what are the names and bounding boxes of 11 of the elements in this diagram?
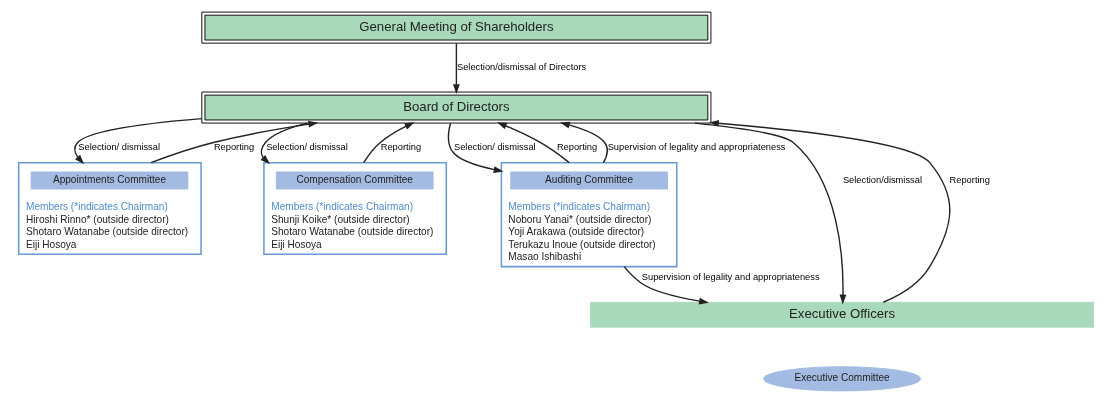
edge-label: Selection/ dismissal <box>266 141 348 152</box>
edge-label: Reporting <box>380 141 422 152</box>
edge-label: Supervision of legality and appropriateness <box>607 141 786 152</box>
edge-label: Supervision of legality and appropriateness <box>641 271 820 282</box>
edge-label: Reporting <box>949 174 990 185</box>
edge-label: Selection/dismissal <box>842 174 922 185</box>
edge-label: Selection/ dismissal <box>78 141 161 152</box>
edge-label: Selection/dismissal of Directors <box>456 61 587 72</box>
edge-label: Selection/ dismissal <box>453 141 536 152</box>
edge-label: Reporting <box>556 141 598 152</box>
edge-label: Reporting <box>213 141 255 152</box>
